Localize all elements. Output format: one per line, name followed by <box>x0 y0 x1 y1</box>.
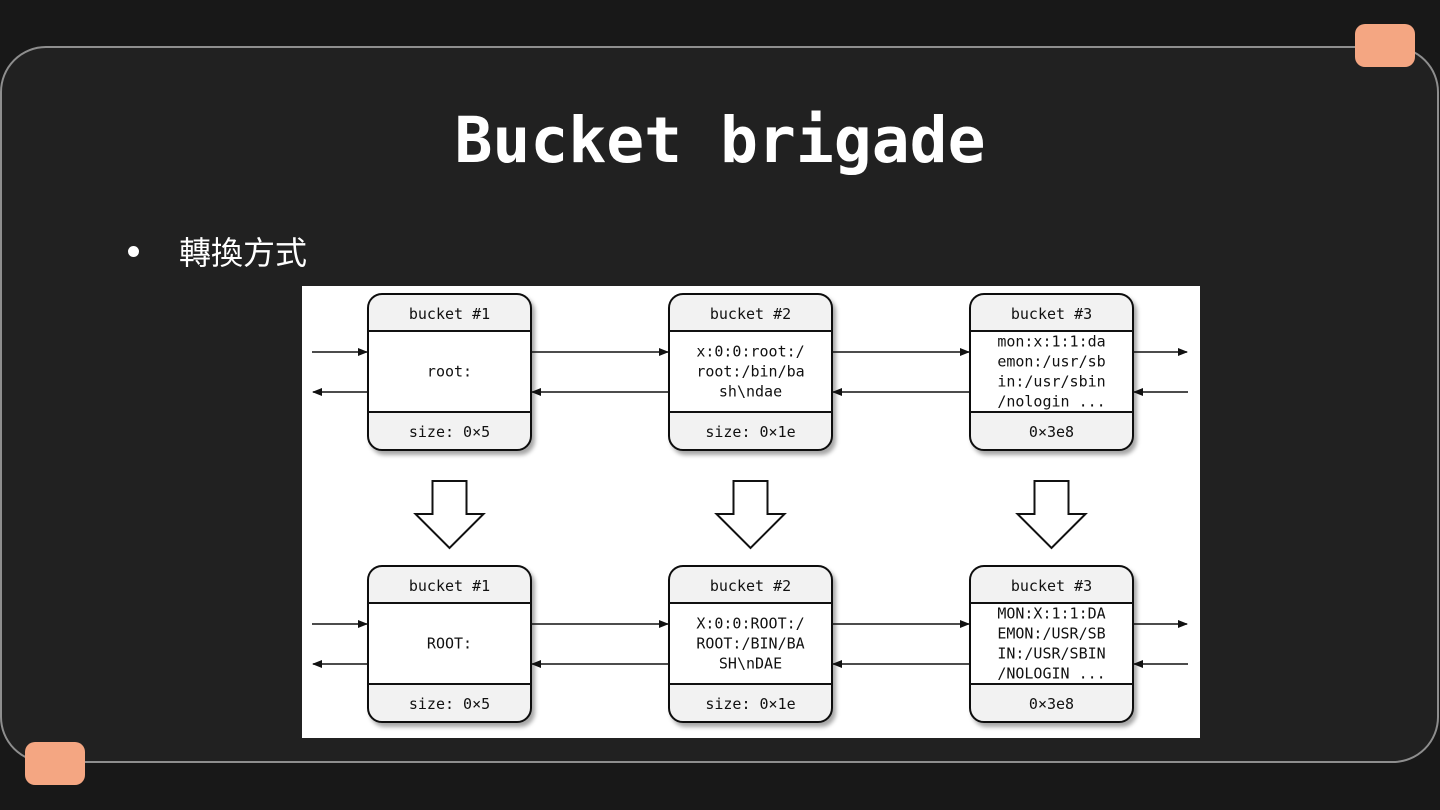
accent-tab-top <box>1355 24 1415 67</box>
bucket-footer: size: 0×5 <box>409 423 490 441</box>
bucket-header: bucket #3 <box>1011 577 1092 595</box>
bucket-content-line: root:/bin/ba <box>696 363 804 381</box>
bullet-text: 轉換方式 <box>179 234 308 272</box>
bullet-item: 轉換方式 <box>128 228 307 274</box>
bucket-content-area <box>670 603 831 684</box>
bucket-header: bucket #2 <box>710 577 791 595</box>
bucket-footer: size: 0×1e <box>705 423 795 441</box>
bucket-footer: size: 0×1e <box>705 695 795 713</box>
slide-title: Bucket brigade <box>454 104 986 177</box>
bucket-content-line: root: <box>427 363 472 381</box>
bucket-content-line: x:0:0:root:/ <box>696 343 804 361</box>
down-arrow-icon <box>714 480 787 550</box>
bucket-content-area <box>369 603 530 684</box>
bucket-content-line: EMON:/USR/SB <box>997 625 1105 643</box>
bucket-content-area <box>971 331 1132 412</box>
bucket-content-area <box>971 603 1132 684</box>
diagram-canvas: bucket #1 root: size: 0×5 bucket #2 x:0:0:ro… <box>312 293 1188 723</box>
bucket-header: bucket #2 <box>710 305 791 323</box>
bucket-footer: 0×3e8 <box>1029 423 1074 441</box>
bucket-header: bucket #1 <box>409 305 490 323</box>
bucket-footer: 0×3e8 <box>1029 695 1074 713</box>
bucket-content-line: in:/usr/sbin <box>997 373 1105 391</box>
bucket-content-line: X:0:0:ROOT:/ <box>696 615 804 633</box>
bucket-header: bucket #3 <box>1011 305 1092 323</box>
bucket-content-line: IN:/USR/SBIN <box>997 645 1105 663</box>
bucket-footer: size: 0×5 <box>409 695 490 713</box>
down-arrow-icon <box>413 480 486 550</box>
accent-tab-bottom <box>25 742 85 785</box>
bucket-content-area <box>369 331 530 412</box>
down-arrow-icon <box>1015 480 1088 550</box>
bucket-content-line: sh\ndae <box>719 383 782 401</box>
bucket-content-line: /nologin ... <box>997 393 1105 411</box>
bucket-header: bucket #1 <box>409 577 490 595</box>
bucket-content-line: /NOLOGIN ... <box>997 665 1105 683</box>
bucket-content-line: mon:x:1:1:da <box>997 333 1105 351</box>
bucket-brigade-diagram: bucket #1 root: size: 0×5 bucket #2 x:0:0:ro… <box>302 286 1200 738</box>
bucket-content-line: emon:/usr/sb <box>997 353 1105 371</box>
bucket-content-line: SH\nDAE <box>719 655 782 673</box>
bucket-content-line: ROOT:/BIN/BA <box>696 635 804 653</box>
bucket-content-area <box>670 331 831 412</box>
bucket-content-line: ROOT: <box>427 635 472 653</box>
bucket-content-line: MON:X:1:1:DA <box>997 605 1105 623</box>
bullet-dot-icon <box>128 245 139 257</box>
